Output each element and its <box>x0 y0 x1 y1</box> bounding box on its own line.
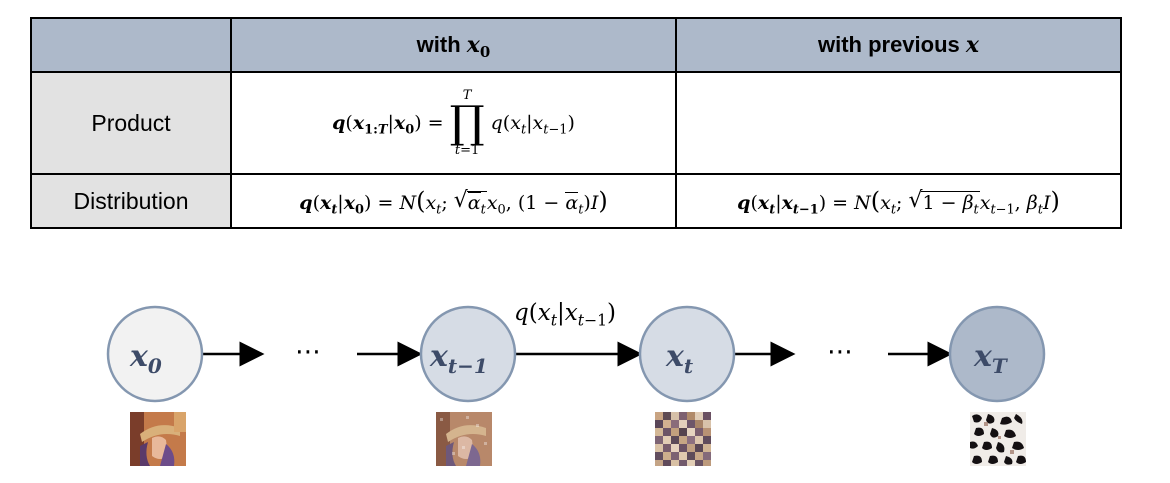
node-xt-1: xt−1 <box>419 305 517 403</box>
ellipsis-right: ⋯ <box>827 337 853 367</box>
slightly-noisy-image-thumbnail <box>436 412 492 466</box>
row-label-product: Product <box>30 71 232 175</box>
node-xT: xT <box>948 305 1046 403</box>
noisy-image-thumbnail <box>655 412 711 466</box>
node-xt: xt <box>638 305 736 403</box>
table-row-product: Product q(x1:T|x0) = T∏t=1 q(xt|xt−1) <box>30 71 1122 175</box>
pure-noise-image-thumbnail <box>970 412 1026 466</box>
product-with-x0-formula: q(x1:T|x0) = T∏t=1 q(xt|xt−1) <box>230 71 677 175</box>
row-label-distribution: Distribution <box>30 173 232 229</box>
distribution-with-x0-formula: q(xt|x0) = N(xt; √αtx0, (1 − αt)I) <box>230 173 677 229</box>
table-row-distribution: Distribution q(xt|x0) = N(xt; √αtx0, (1 … <box>30 173 1122 229</box>
diffusion-chain-diagram: ⋯ ⋯ x0 xt−1 xt xT <box>106 305 1046 403</box>
product-with-previous-x-cell <box>675 71 1122 175</box>
formula-table: with x0 with previous x Product q(x1:T|x… <box>30 17 1122 229</box>
header-with-x0: with x0 <box>230 17 677 73</box>
header-corner-cell <box>30 17 232 73</box>
original-image-thumbnail <box>130 412 186 466</box>
ellipsis-left: ⋯ <box>295 337 321 367</box>
table-header-row: with x0 with previous x <box>30 17 1122 73</box>
transition-label: q(xt|xt−1) <box>514 300 617 330</box>
distribution-with-previous-x-formula: q(xt|xt−1) = N(xt; √1 − βtxt−1, βtI) <box>675 173 1122 229</box>
header-with-previous-x: with previous x <box>675 17 1122 73</box>
node-x0: x0 <box>106 305 204 403</box>
